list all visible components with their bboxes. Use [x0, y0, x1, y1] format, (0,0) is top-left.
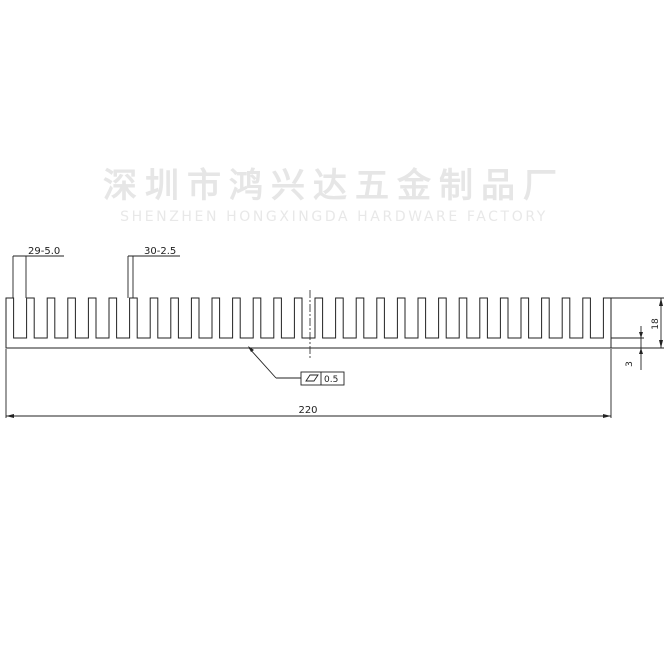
gap-callout-label: 30-2.5	[144, 246, 176, 257]
heatsink-outline	[5, 297, 612, 349]
flatness-frame	[300, 371, 345, 386]
flatness-value: 0.5	[324, 375, 338, 385]
watermark-chinese: 深圳市鸿兴达五金制品厂	[103, 166, 565, 206]
base-arrow-bottom	[639, 348, 643, 354]
height-arrow-bottom	[659, 340, 663, 348]
watermark-english: SHENZHEN HONGXINGDA HARDWARE FACTORY	[120, 209, 548, 225]
width-dimension	[5, 349, 612, 418]
leader-arrow	[248, 346, 254, 352]
fin-callout-leader	[12, 255, 64, 298]
height-arrow-top	[659, 298, 663, 306]
width-arrow-right	[603, 414, 611, 418]
base-arrow-top	[639, 332, 643, 338]
width-dimension-label: 220	[298, 405, 317, 416]
height-dimension	[611, 297, 664, 349]
base-thickness-label: 3	[625, 361, 635, 367]
fin-callout-label: 29-5.0	[28, 246, 60, 257]
width-arrow-left	[6, 414, 14, 418]
height-dimension-label: 18	[651, 318, 661, 330]
heatsink-profile	[5, 297, 612, 349]
flatness-symbol-icon	[305, 374, 319, 382]
gap-callout-leader	[127, 255, 180, 298]
flatness-leader	[248, 347, 301, 379]
